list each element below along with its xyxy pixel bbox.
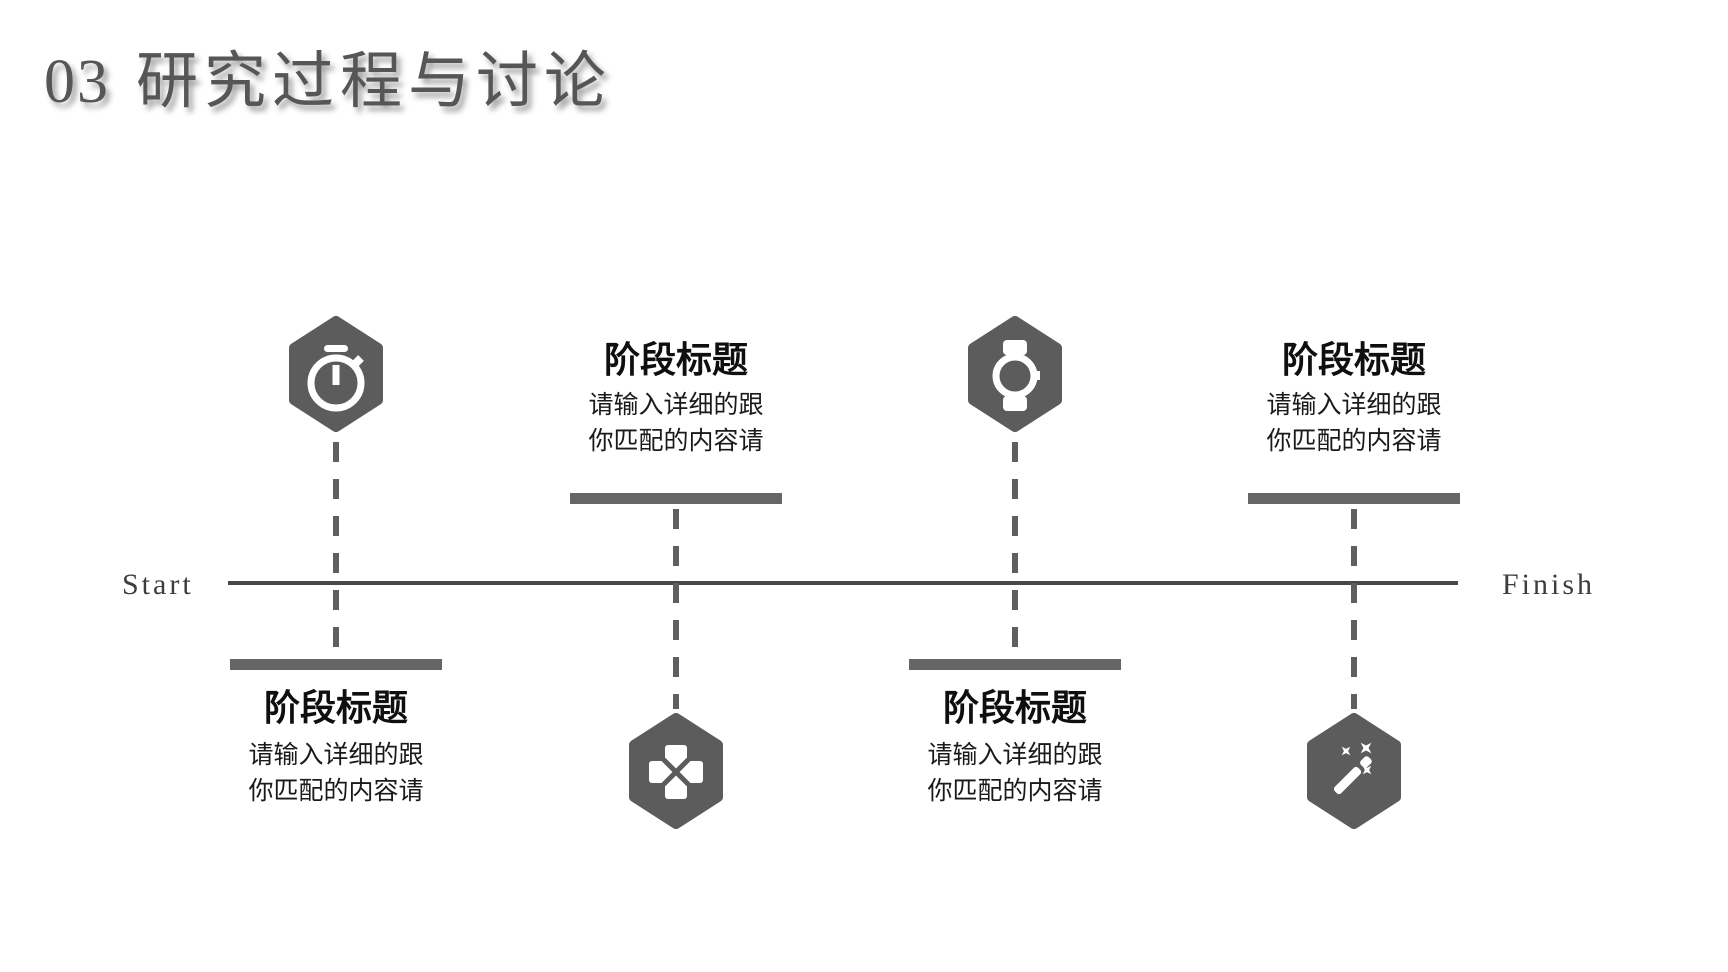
connector-dashed-line xyxy=(1012,442,1018,654)
stage-underline-bar xyxy=(1248,493,1460,504)
stage-column-3: 阶段标题 请输入详细的跟 你匹配的内容请 xyxy=(885,0,1145,972)
connector-dashed-line xyxy=(1351,509,1357,709)
section-number: 03 xyxy=(44,48,110,116)
timeline-finish-label: Finish xyxy=(1502,568,1596,601)
stopwatch-icon xyxy=(289,316,383,432)
stage-desc-line-2: 你匹配的内容请 xyxy=(588,428,764,455)
timeline-line xyxy=(228,581,1458,585)
stage-desc-line-1: 请输入详细的跟 xyxy=(248,742,424,769)
stage-underline-bar xyxy=(230,659,442,670)
stage-desc-line-2: 你匹配的内容请 xyxy=(1266,428,1442,455)
stage-desc-line-1: 请输入详细的跟 xyxy=(927,742,1103,769)
stage-column-4: 阶段标题 请输入详细的跟 你匹配的内容请 xyxy=(1224,0,1484,972)
dpad-icon xyxy=(629,713,723,829)
connector-dashed-line xyxy=(673,509,679,709)
page-title: 03 研究过程与讨论 xyxy=(44,42,612,122)
stage-title: 阶段标题 xyxy=(603,340,748,380)
stage-text-block: 阶段标题 请输入详细的跟 你匹配的内容请 xyxy=(546,334,806,460)
stage-title: 阶段标题 xyxy=(942,688,1087,728)
stage-desc-line-1: 请输入详细的跟 xyxy=(588,392,764,419)
page-title-text: 研究过程与讨论 xyxy=(136,48,613,116)
stage-title: 阶段标题 xyxy=(263,688,408,728)
hexagon-badge xyxy=(968,316,1062,432)
stage-desc-line-2: 你匹配的内容请 xyxy=(927,778,1103,805)
stage-desc-line-1: 请输入详细的跟 xyxy=(1266,392,1442,419)
stage-underline-bar xyxy=(570,493,782,504)
stage-desc-line-2: 你匹配的内容请 xyxy=(248,778,424,805)
magic-wand-icon xyxy=(1307,713,1401,829)
stage-text-block: 阶段标题 请输入详细的跟 你匹配的内容请 xyxy=(1224,334,1484,460)
connector-dashed-line xyxy=(333,442,339,654)
stage-underline-bar xyxy=(909,659,1121,670)
stage-column-2: 阶段标题 请输入详细的跟 你匹配的内容请 xyxy=(546,0,806,972)
stage-text-block: 阶段标题 请输入详细的跟 你匹配的内容请 xyxy=(206,682,466,810)
stage-title: 阶段标题 xyxy=(1281,340,1426,380)
watch-icon xyxy=(968,316,1062,432)
timeline-start-label: Start xyxy=(122,568,194,601)
stage-text-block: 阶段标题 请输入详细的跟 你匹配的内容请 xyxy=(885,682,1145,810)
stage-column-1: 阶段标题 请输入详细的跟 你匹配的内容请 xyxy=(206,0,466,972)
